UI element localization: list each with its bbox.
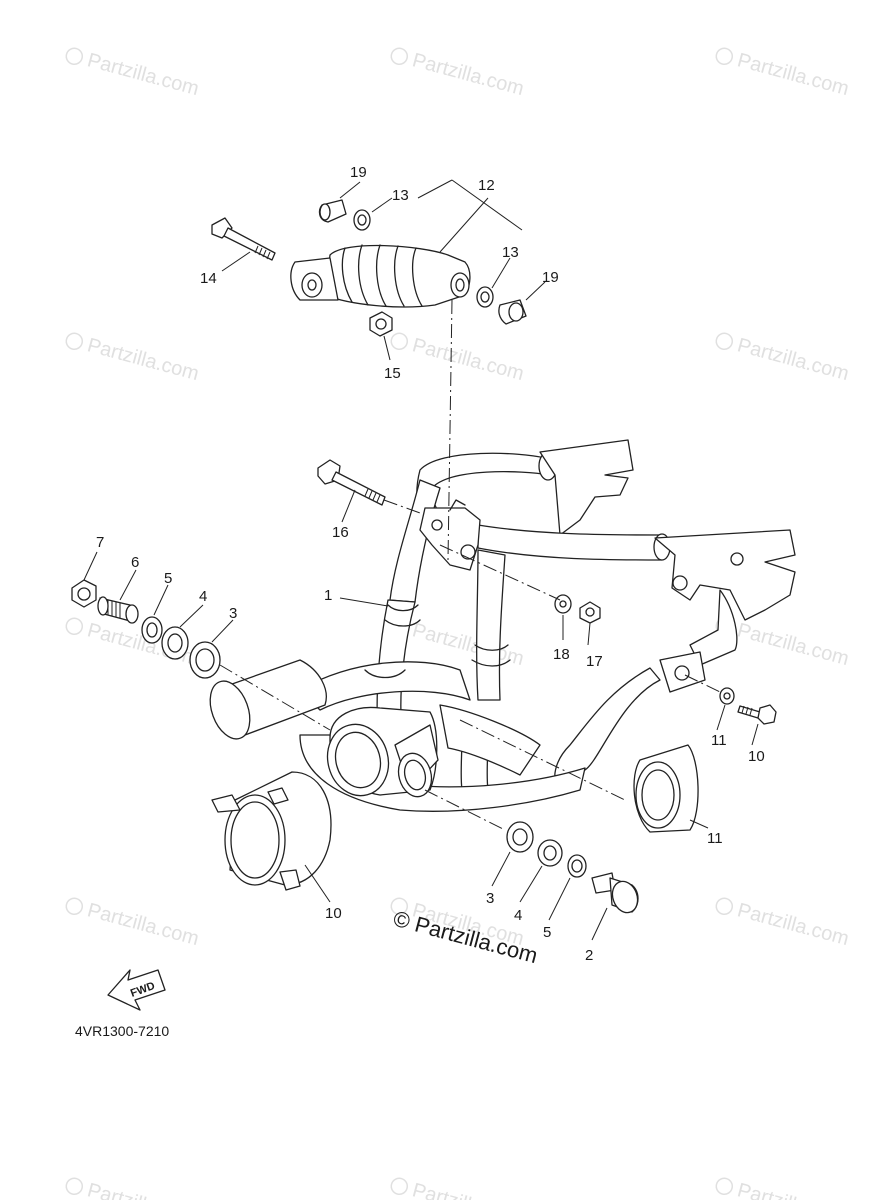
watermark: Partzilla.com <box>390 47 526 100</box>
callout-18: 18 <box>553 646 570 663</box>
svg-text:Partzilla.com: Partzilla.com <box>85 1179 201 1200</box>
callout-12: 12 <box>478 177 495 194</box>
callout-19-lower: 19 <box>542 269 559 286</box>
callout-16: 16 <box>332 524 349 541</box>
callout-4-left: 4 <box>199 588 207 605</box>
watermark: Partzilla.com <box>715 897 851 950</box>
washer-9 <box>719 687 735 705</box>
svg-text:Partzilla.com: Partzilla.com <box>85 899 201 950</box>
cover-11 <box>633 744 699 833</box>
svg-text:Partzilla.com: Partzilla.com <box>735 899 851 950</box>
washer-18 <box>554 594 572 614</box>
bushing-13-upper <box>353 209 371 231</box>
callout-10: 10 <box>325 905 342 922</box>
collar-5-right <box>567 854 587 878</box>
collar-5-left <box>141 616 163 644</box>
bolt-14 <box>211 217 276 261</box>
callout-13-upper: 13 <box>392 187 409 204</box>
callout-13-lower: 13 <box>502 244 519 261</box>
oil-seal-4-right <box>537 839 563 867</box>
svg-text:Partzilla.com: Partzilla.com <box>85 334 201 385</box>
callout-2: 2 <box>585 947 593 964</box>
rear-shock-absorber <box>290 244 471 308</box>
nut-15 <box>369 311 393 337</box>
callout-17: 17 <box>586 653 603 670</box>
watermark: Partzilla.com <box>390 332 526 385</box>
callout-5-right: 5 <box>543 924 551 941</box>
collar-19-upper <box>318 199 347 223</box>
watermark: Partzilla.com <box>65 1177 201 1200</box>
pivot-shaft-6 <box>97 596 139 624</box>
callout-9: 11 <box>711 732 727 749</box>
watermark: Partzilla.com <box>65 897 201 950</box>
callout-14: 14 <box>200 270 217 287</box>
callout-1: 1 <box>324 587 332 604</box>
diagram-code: 4VR1300-7210 <box>75 1023 169 1039</box>
oil-seal-4-left <box>161 626 189 660</box>
watermark: Partzilla.com <box>390 1177 526 1200</box>
centerlines <box>219 299 721 831</box>
swingarm-frame <box>209 439 796 812</box>
callout-8: 10 <box>748 748 765 765</box>
collar-19-lower <box>498 299 527 325</box>
callout-3-right: 3 <box>486 890 494 907</box>
fwd-arrow-icon: FWD <box>107 969 166 1011</box>
svg-text:Partzilla.com: Partzilla.com <box>735 1179 851 1200</box>
pivot-bolt-2 <box>591 872 639 914</box>
leader-lines <box>83 179 759 941</box>
nut-7 <box>71 579 97 608</box>
callout-15: 15 <box>384 365 401 382</box>
svg-text:Partzilla.com: Partzilla.com <box>735 334 851 385</box>
bearing-3-left <box>189 641 221 679</box>
watermark: Partzilla.com <box>715 47 851 100</box>
bolt-8 <box>737 704 777 725</box>
watermark: Partzilla.com <box>65 47 201 100</box>
callout-3-left: 3 <box>229 605 237 622</box>
svg-text:Partzilla.com: Partzilla.com <box>410 1179 526 1200</box>
callout-19-upper: 19 <box>350 164 367 181</box>
bearing-3-right <box>506 821 534 853</box>
guard-10 <box>211 771 332 891</box>
callout-11: 11 <box>707 830 723 847</box>
svg-text:Partzilla.com: Partzilla.com <box>410 49 526 100</box>
svg-text:Partzilla.com: Partzilla.com <box>85 49 201 100</box>
watermark: Partzilla.com <box>65 332 201 385</box>
callout-5-left: 5 <box>164 570 172 587</box>
svg-text:Partzilla.com: Partzilla.com <box>735 619 851 670</box>
callout-labels: 19 13 12 13 19 14 15 16 1 7 6 5 4 3 18 1… <box>96 164 765 964</box>
watermark: Partzilla.com <box>715 332 851 385</box>
bushing-13-lower <box>476 286 494 308</box>
bolt-16 <box>317 459 386 506</box>
callout-4-right: 4 <box>514 907 522 924</box>
svg-text:Partzilla.com: Partzilla.com <box>735 49 851 100</box>
callout-7: 7 <box>96 534 104 551</box>
nut-17 <box>579 601 601 624</box>
svg-text:Partzilla.com: Partzilla.com <box>410 334 526 385</box>
watermark: Partzilla.com <box>715 1177 851 1200</box>
callout-6: 6 <box>131 554 139 571</box>
